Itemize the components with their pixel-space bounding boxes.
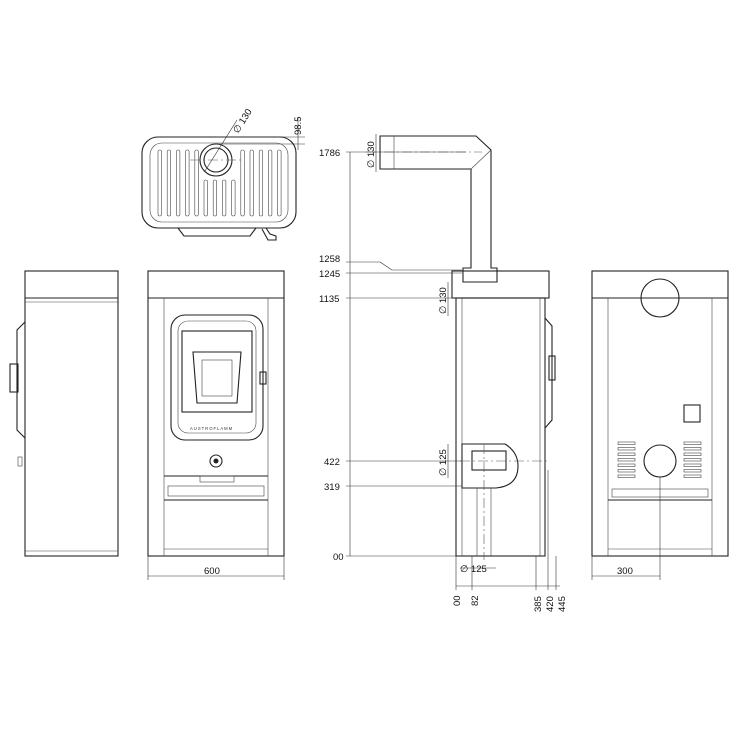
height-label-00: 00 [333,552,344,563]
front-air-control-knob [209,454,223,468]
depth-label-420: 420 [545,596,556,612]
grille-slot [185,149,190,217]
back-vents-right [683,441,702,478]
left-side-door-profile [16,321,26,439]
front-outline [147,270,285,557]
vent-slot [617,469,636,473]
front-knob-center [213,458,219,464]
back-view: 300 [591,270,729,580]
section-top-cap [451,270,550,299]
grille-slot [203,179,208,217]
back-label-plate [683,404,701,423]
top-view: ∅ 130 98.5 [141,107,305,241]
front-door-inner [177,320,257,434]
vent-slot [617,458,636,462]
left-side-outline [24,270,119,557]
top-base-plate [177,227,257,237]
vent-slot [617,463,636,467]
depth-label-00: 00 [452,595,463,606]
back-air-inlet [643,444,677,478]
air-intake-spigot [471,450,507,471]
top-handle [261,227,277,241]
front-glass [181,330,253,413]
front-width-label: 600 [204,566,220,577]
top-view-inner-outline [149,142,289,223]
vent-slot [683,469,702,473]
grille-slot [157,149,162,217]
height-label-1258: 1258 [319,254,340,265]
outlet-diameter-label: ∅ 130 [438,287,449,314]
grille-slot [166,149,171,217]
air-diameter-label: ∅ 125 [438,449,449,476]
depth-label-385: 385 [533,596,544,612]
top-grille [157,149,282,217]
front-firebox-back [201,359,233,397]
front-door-handle [259,371,267,385]
left-side-knob [17,456,23,467]
flue-diameter-label: ∅ 130 [366,141,377,168]
top-offset-label: 98.5 [293,117,304,136]
section-side-profile [544,317,553,429]
grille-slot [231,179,236,217]
vent-slot [683,474,702,478]
vent-slot [683,452,702,456]
section-view: 1786 1258 1245 1135 422 319 00 ∅ 130 ∅ 1… [319,134,568,612]
bottom-diameter-label: ∅ 125 [460,564,487,575]
left-side-view [9,270,119,557]
section-body [455,297,546,557]
vent-slot [683,447,702,451]
grille-slot [212,179,217,217]
front-view: AUSTROFLAMM 600 [147,270,285,580]
top-diameter-leader [204,119,238,172]
back-flue-outlet [640,278,680,318]
height-label-1135: 1135 [319,294,339,305]
back-vents-left [617,441,636,478]
grille-slot [222,179,227,217]
section-side-handle [548,355,556,381]
vent-slot [683,463,702,467]
grille-slot [249,149,254,217]
vent-slot [683,441,702,445]
height-label-1245: 1245 [319,269,340,280]
grille-slot [176,149,181,217]
air-intake-box [461,443,519,489]
back-depth-label: 300 [617,566,633,577]
grille-slot [268,149,273,217]
vent-slot [617,447,636,451]
vent-slot [617,452,636,456]
depth-label-82: 82 [470,595,481,606]
front-door [170,314,264,441]
height-label-1786: 1786 [319,148,340,159]
front-vent [167,485,265,497]
front-firebox [192,351,242,404]
height-label-319: 319 [324,482,340,493]
grille-slot [194,149,199,217]
front-brand-label: AUSTROFLAMM [190,426,233,431]
top-diameter-label: ∅ 130 [231,107,255,136]
grille-slot [277,149,282,217]
vent-slot [617,474,636,478]
vent-slot [617,441,636,445]
grille-slot [240,149,245,217]
vent-slot [683,458,702,462]
grille-slot [258,149,264,217]
top-view-outline [141,136,297,229]
left-side-handle [9,363,19,393]
height-label-422: 422 [324,457,340,468]
flue-pipe [379,135,498,283]
depth-label-445: 445 [557,596,568,612]
h-ext-1258-jog [379,261,393,271]
front-control-slot [199,475,235,483]
flue-elbow-line [470,149,492,170]
